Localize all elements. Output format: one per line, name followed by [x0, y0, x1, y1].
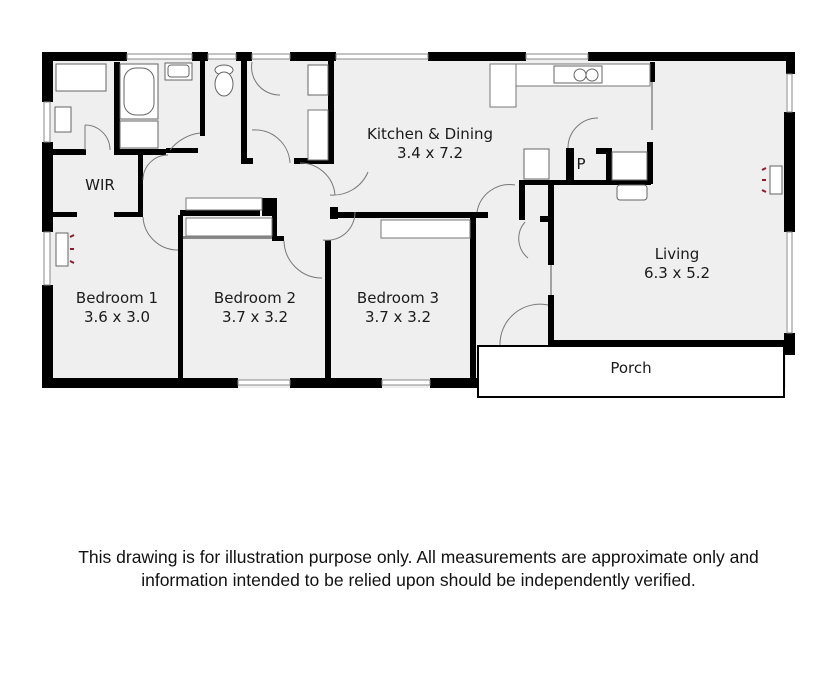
cooktop-icon [523, 148, 550, 180]
rangehood-icon [611, 151, 648, 201]
heater-icon [69, 167, 767, 264]
vanity-basin-icon [54, 62, 193, 133]
kitchen-sink-icon [553, 65, 603, 84]
room-label-kitchen-dining: Kitchen & Dining 3.4 x 7.2 [367, 125, 493, 163]
exterior-walls [42, 52, 795, 388]
room-name: Porch [610, 359, 652, 377]
shower-icon [119, 120, 159, 149]
room-name: Kitchen & Dining [366, 125, 494, 143]
room-name: Living [654, 245, 700, 263]
room-label-pantry: P [576, 155, 585, 174]
room-name: WIR [85, 176, 115, 194]
room-label-bedroom-1: Bedroom 1 3.6 x 3.0 [76, 289, 158, 327]
laundry-tub-icon [307, 64, 329, 96]
room-name: P [576, 155, 586, 173]
disclaimer: This drawing is for illustration purpose… [0, 546, 837, 592]
room-label-living: Living 6.3 x 5.2 [644, 245, 710, 283]
room-label-porch: Porch [610, 359, 651, 378]
disclaimer-line-2: information intended to be relied upon s… [141, 570, 696, 590]
room-name: Bedroom 2 [213, 289, 297, 307]
disclaimer-line-1: This drawing is for illustration purpose… [78, 547, 759, 567]
room-label-bedroom-2: Bedroom 2 3.7 x 3.2 [214, 289, 296, 327]
room-name: Bedroom 3 [356, 289, 440, 307]
room-dimensions: 3.7 x 3.2 [221, 308, 289, 326]
room-label-wir: WIR [85, 176, 115, 195]
room-name: Bedroom 1 [75, 289, 159, 307]
windows [43, 53, 793, 386]
room-dimensions: 3.7 x 3.2 [364, 308, 432, 326]
room-dimensions: 3.6 x 3.0 [83, 308, 151, 326]
shower-tray-icon [55, 63, 107, 92]
bathtub-icon [119, 63, 159, 120]
interior-walls [53, 60, 655, 385]
split-system-icon [55, 165, 783, 267]
room-dimensions: 3.4 x 7.2 [396, 144, 464, 162]
toilet-icon [214, 64, 234, 97]
room-label-bedroom-3: Bedroom 3 3.7 x 3.2 [357, 289, 439, 327]
room-dimensions: 6.3 x 5.2 [643, 264, 711, 282]
door-swings [84, 61, 599, 346]
